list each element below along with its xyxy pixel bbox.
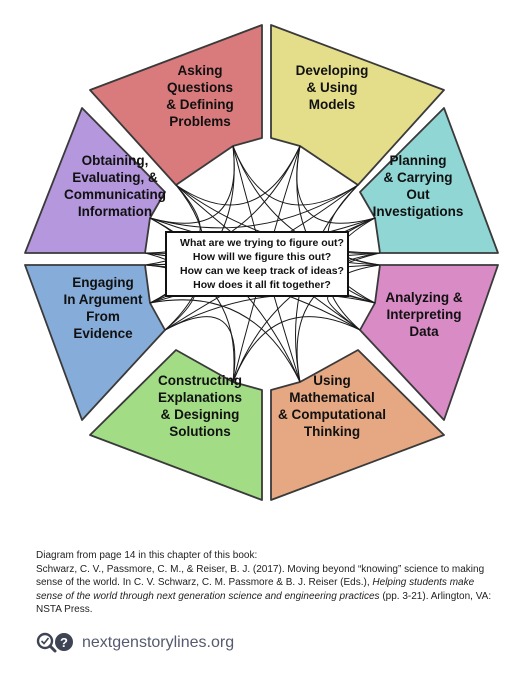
citation-book-title: Helping students make sense of the world… bbox=[36, 577, 475, 602]
citation-reference: Schwarz, C. V., Passmore, C. M., & Reise… bbox=[36, 563, 496, 617]
center-question-3: How can we keep track of ideas? bbox=[180, 265, 344, 277]
center-question-2: How will we figure this out? bbox=[193, 251, 331, 263]
citation-intro: Diagram from page 14 in this chapter of … bbox=[36, 550, 258, 561]
connection-curve-26 bbox=[296, 264, 381, 383]
segment-math-label-3: & Computational bbox=[278, 407, 386, 422]
segment-argument-label-4: Evidence bbox=[73, 326, 133, 341]
segment-obtaining: Obtaining, Evaluating, & CommunicatingInfo… bbox=[24, 107, 166, 254]
segment-constructing-label-3: & Designing bbox=[161, 407, 240, 422]
segment-obtaining-label-4: Information bbox=[78, 204, 152, 219]
connection-curve-18 bbox=[149, 184, 359, 229]
segment-analyzing-shape bbox=[359, 264, 499, 421]
segment-planning-label-4: Investigations bbox=[373, 204, 464, 219]
segment-asking-label-1: Asking bbox=[177, 63, 222, 78]
citation-publisher: (pp. 3-21). Arlington, VA: NSTA Press. bbox=[36, 590, 492, 616]
segment-planning-shape bbox=[359, 107, 499, 254]
center-question-1: What are we trying to figure out? bbox=[180, 237, 344, 249]
magnifier-icon bbox=[36, 632, 57, 653]
connection-curve-34 bbox=[149, 299, 301, 383]
segment-constructing-label-2: Explanations bbox=[158, 390, 242, 405]
segment-math-label-1: Using bbox=[313, 373, 351, 388]
segment-planning-label-1: Planning bbox=[390, 153, 447, 168]
question-bubble-icon: ? bbox=[55, 633, 73, 651]
segment-argument-label-3: From bbox=[86, 309, 120, 324]
segment-developing-label-3: Models bbox=[309, 97, 356, 112]
connection-curve-6 bbox=[175, 145, 301, 206]
segment-math-shape bbox=[270, 349, 445, 501]
segment-analyzing-label-1: Analyzing & bbox=[385, 290, 463, 305]
center-box: What are we trying to figure out? How wi… bbox=[165, 231, 349, 297]
svg-text:?: ? bbox=[60, 635, 68, 650]
segment-developing-label-1: Developing bbox=[296, 63, 369, 78]
segment-planning-label-2: & Carrying bbox=[383, 170, 452, 185]
segment-obtaining-label-2: Evaluating, & bbox=[72, 170, 158, 185]
center-question-4: How does it all fit together? bbox=[193, 279, 331, 291]
segment-analyzing-label-3: Data bbox=[409, 324, 439, 339]
segment-asking-label-4: Problems bbox=[169, 114, 231, 129]
segment-asking-shape bbox=[89, 24, 263, 186]
footer-url-link[interactable]: nextgenstorylines.org bbox=[82, 634, 235, 651]
segment-obtaining-label-1: Obtaining, bbox=[82, 153, 149, 168]
connection-curve-36 bbox=[164, 316, 236, 383]
citation: Diagram from page 14 in this chapter of … bbox=[36, 549, 496, 617]
footer: ? nextgenstorylines.org bbox=[36, 632, 234, 654]
connection-curve-24 bbox=[232, 252, 381, 383]
segment-developing-shape bbox=[270, 24, 445, 186]
connection-curve-32 bbox=[232, 316, 361, 383]
segment-argument-label-2: In Argument bbox=[64, 292, 144, 307]
segment-obtaining-label-3: Communicating bbox=[64, 187, 166, 202]
segment-developing-label-2: & Using bbox=[306, 80, 357, 95]
segment-asking-label-2: Questions bbox=[167, 80, 233, 95]
segment-planning-label-3: Out bbox=[406, 187, 430, 202]
citation-authors: Schwarz, C. V., Passmore, C. M., & Reise… bbox=[36, 563, 485, 589]
segment-math-label-2: Mathematical bbox=[289, 390, 375, 405]
segment-argument-shape bbox=[24, 264, 166, 421]
center-box-frame bbox=[165, 231, 349, 297]
site-logo[interactable]: ? bbox=[36, 632, 74, 654]
segment-analyzing-label-2: Interpreting bbox=[386, 307, 461, 322]
segment-obtaining-shape bbox=[24, 107, 166, 254]
segment-asking-label-3: & Defining bbox=[166, 97, 234, 112]
segment-argument-label-1: Engaging bbox=[72, 275, 134, 290]
segment-constructing-label-1: Constructing bbox=[158, 373, 242, 388]
segment-constructing-shape bbox=[89, 349, 263, 501]
connection-curve-30 bbox=[164, 294, 376, 331]
segment-constructing-label-4: Solutions bbox=[169, 424, 231, 439]
segment-math-label-4: Thinking bbox=[304, 424, 360, 439]
